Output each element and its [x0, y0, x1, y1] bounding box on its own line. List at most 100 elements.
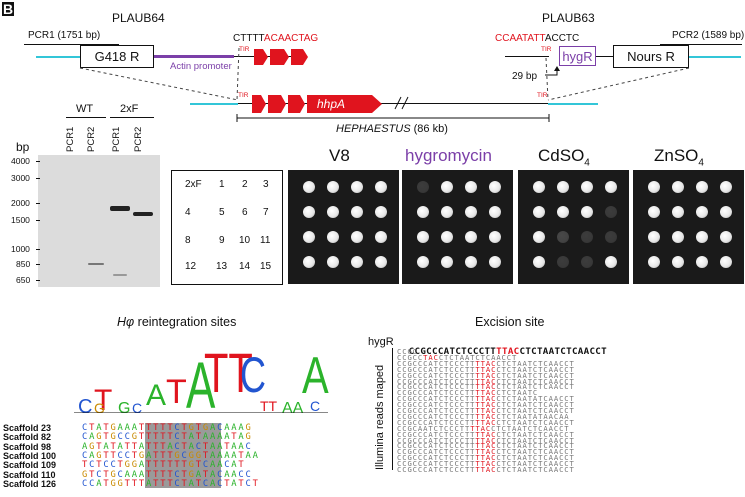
- read-right: CTCTAATCTCAACCT: [496, 465, 575, 474]
- grid-cell: 14: [239, 261, 251, 272]
- projection-lines: [79, 47, 690, 101]
- scaffold-sequence: TCTCCTGGATTTTTTGTCAACAT: [82, 460, 246, 471]
- read-left: CCGCCCATCTCCCTT: [397, 459, 476, 469]
- right-flank-line: [689, 56, 741, 58]
- hephaestus-size: (86 kb): [410, 123, 448, 135]
- hygr-seq-a: CCGCCCATCTCCCTT: [408, 346, 497, 358]
- hygr-text: hygR: [562, 48, 593, 64]
- hygr-box: hygR: [559, 46, 596, 66]
- colony-spot: [696, 206, 708, 218]
- break-marks: [394, 96, 409, 110]
- colony-spot: [581, 231, 593, 243]
- illumina-read: CCGCCCATCTCCCTTTTACCTCTAATCTCAACCT: [397, 448, 575, 455]
- colony-spot: [351, 231, 363, 243]
- colony-spot: [351, 181, 363, 193]
- grid-cell: 13: [216, 261, 228, 272]
- hygr-seq-b: TTAC: [496, 346, 520, 358]
- illumina-read: CCGCCCATCTCCCTTTTACCTCTAATCTCAACCT: [397, 460, 575, 467]
- read-left: CCGCCCATCTCCCTT: [397, 394, 476, 404]
- read-left: CCGCCCATCTCCCTT: [397, 441, 476, 451]
- grid-cell: 12: [185, 261, 197, 272]
- read-left: CCGCCCATCTCCCTT: [397, 406, 476, 415]
- gel-lane-4: PCR2: [133, 126, 144, 152]
- g418-text: G418 R: [94, 49, 140, 64]
- hephaestus-name: HEPHAESTUS: [336, 123, 411, 135]
- colony-spot: [605, 181, 617, 193]
- colony-spot: [696, 256, 708, 268]
- illumina-read: CCGCCCATCTCCCTTTTACCTCTAATCTCAACCT: [397, 376, 575, 386]
- ladder-3000: 3000: [11, 173, 30, 183]
- colony-spot: [605, 256, 617, 268]
- scaffold-sequence: CCATGGTTTATTTCTATCACTATCT: [82, 478, 260, 489]
- read-left: CCGCCCATCTCCCTT: [397, 453, 476, 463]
- cdso4-text: CdSO: [538, 146, 585, 165]
- colony-spot: [489, 256, 501, 268]
- ladder-tick: [36, 178, 40, 179]
- colony-spot: [489, 181, 501, 193]
- read-left: CCGCCCATCTCCCTT: [397, 447, 476, 457]
- svg-text:T: T: [166, 373, 187, 411]
- scaffold-sequence: CAGTTCCTGATTTGCGGTAAAATAA: [82, 450, 260, 461]
- colony-spot: [672, 256, 684, 268]
- svg-text:TT: TT: [260, 398, 278, 413]
- colony-spot: [720, 256, 732, 268]
- colony-spot: [533, 231, 545, 243]
- illumina-read: CCGCCCATCTCCCTTTTACCTCTAATCTCAACCT: [397, 429, 575, 439]
- read-mid: TTAC: [475, 447, 497, 457]
- read-mid: TTAC: [475, 435, 497, 445]
- colony-spot: [720, 231, 732, 243]
- svg-text:G: G: [94, 400, 105, 413]
- colony-spot: [557, 181, 569, 193]
- illumina-read: CCGCCCATCTCCCTTTTACCTCTAATCTCAACCT: [397, 454, 575, 461]
- read-mid: TTAC: [475, 400, 497, 410]
- read-left: CCGCCCATCTCCCTT: [397, 429, 476, 439]
- grid-cell: 5: [219, 207, 225, 218]
- colony-spot: [375, 231, 387, 243]
- znso4-sub: 4: [698, 157, 704, 169]
- colony-spot: [581, 256, 593, 268]
- read-mid: TTAC: [475, 453, 497, 463]
- scaffold-name: Scaffold 98: [3, 441, 52, 452]
- grid-cell: 3: [263, 179, 269, 190]
- ladder-650: 650: [16, 275, 31, 285]
- gel-group-2xf: 2xF: [120, 103, 139, 115]
- read-right: CTCTAATCTCAACCT: [496, 400, 575, 410]
- gel-2xf-underline: [110, 117, 154, 118]
- read-left: CCGCCCATCTCCCTT: [397, 388, 476, 398]
- svg-text:T: T: [94, 384, 112, 413]
- plate-label-hygromycin: hygromycin: [405, 146, 492, 165]
- scaffold-sequence: CTATGAAATTTTTCTGTGACAAAG: [82, 423, 253, 433]
- svg-text:A: A: [146, 379, 166, 412]
- read-right: CTCTAATCTCAACCT: [496, 358, 575, 368]
- hhpa-label: hhpA: [317, 97, 346, 111]
- scaffold-sequence: GTCTGCAAATTTTCTGATACAACC: [82, 469, 253, 480]
- integrated-element-line: [238, 103, 548, 104]
- colony-spot: [327, 181, 339, 193]
- colony-spot: [672, 206, 684, 218]
- colony-spot: [533, 181, 545, 193]
- plaub64-label: PLAUB64: [112, 11, 165, 25]
- colony-spot: [375, 181, 387, 193]
- colony-spot: [557, 256, 569, 268]
- read-mid: TTAC: [475, 411, 497, 421]
- read-mid: TTAC: [475, 406, 497, 415]
- read-right: CTCTAATCTCAACCT: [496, 453, 575, 463]
- integrated-tir-right: TIR: [537, 92, 548, 99]
- znso4-text: ZnSO: [654, 146, 699, 165]
- scaffold-name: Scaffold 82: [3, 432, 52, 443]
- colony-spot: [417, 256, 429, 268]
- colony-spot: [533, 256, 545, 268]
- gel-lane-1: PCR1: [65, 126, 76, 152]
- colony-spot: [489, 231, 501, 243]
- pcr1-bracket: [24, 44, 119, 45]
- scaffold-name: Scaffold 109: [3, 460, 57, 471]
- illumina-read: CCGCCCATCTCCCTTTTACCTCTAATCTCAACCT: [397, 435, 575, 445]
- illumina-read: CCGCCCATCTCCCTTTTACCTCTAATCTCAACCT: [397, 401, 575, 408]
- colony-spot: [441, 181, 453, 193]
- read-right: CTCTAATCTCAACCT: [496, 447, 575, 457]
- svg-text:C: C: [132, 400, 142, 413]
- excision-hygr-label: hygR: [368, 336, 394, 348]
- read-left: CCGCCCATCTCCCTT: [397, 376, 476, 386]
- colony-spot: [720, 181, 732, 193]
- read-left: CCGCCCATCTCCCTT: [397, 382, 476, 392]
